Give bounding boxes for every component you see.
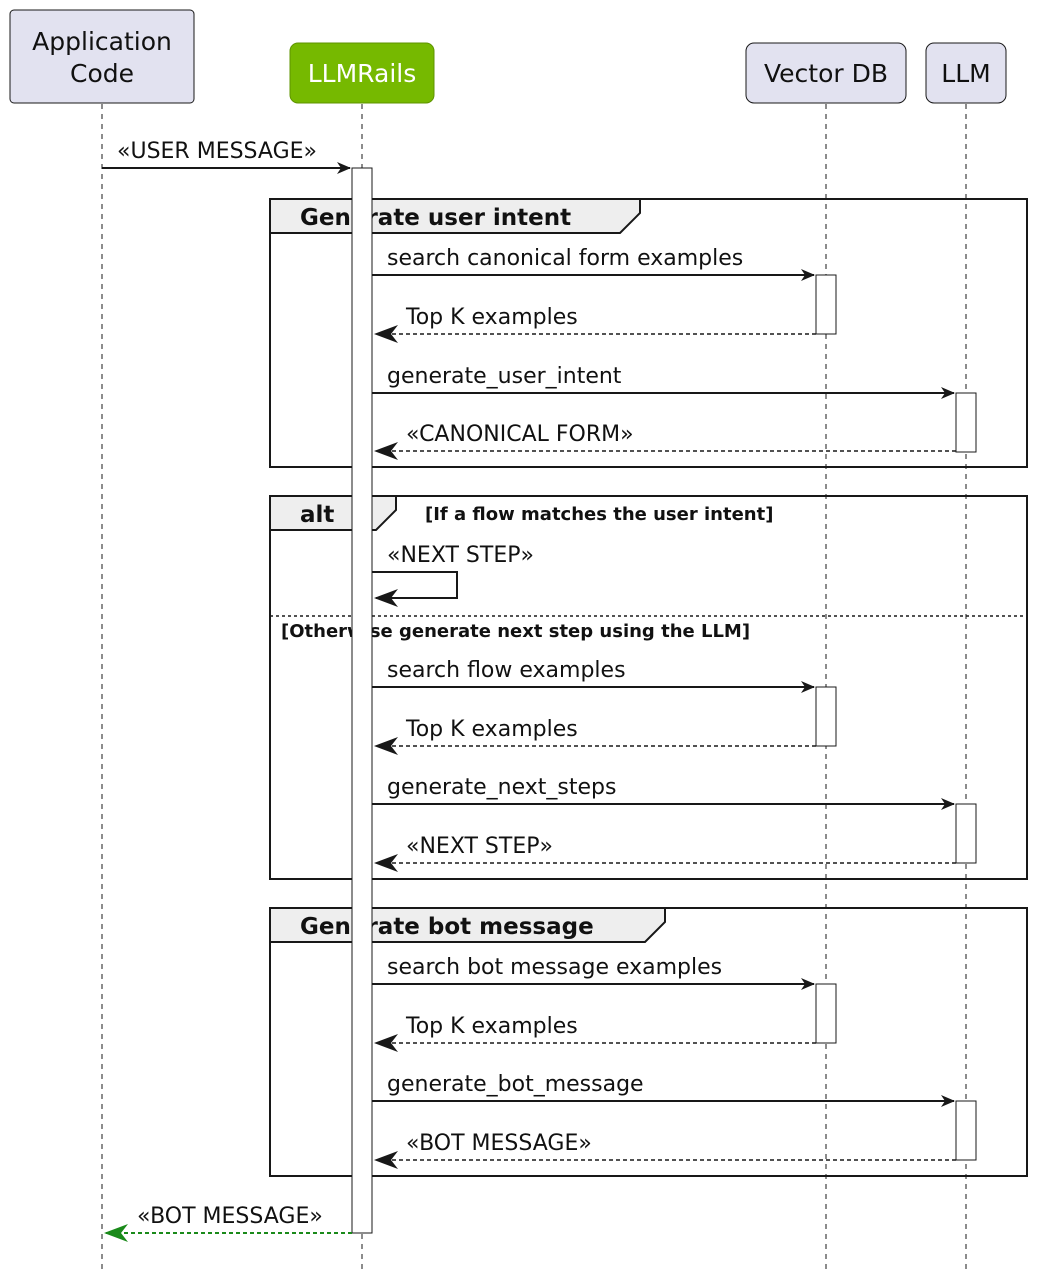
message-next-step-self: «NEXT STEP» <box>372 543 534 607</box>
activation-llm-2 <box>955 803 977 864</box>
participant-llm: LLM <box>925 42 1007 104</box>
message-next-step-self-label: «NEXT STEP» <box>387 543 534 568</box>
message-topk-2-label: Top K examples <box>405 717 578 742</box>
message-bot-message-out: «BOT MESSAGE» <box>104 1204 352 1242</box>
participant-vector-db: Vector DB <box>745 42 907 104</box>
group-generate-user-intent-title: Generate user intent <box>300 205 571 231</box>
message-search-bot-label: search bot message examples <box>387 955 722 980</box>
message-next-step-llm: «NEXT STEP» <box>374 834 956 872</box>
alt-guard-if: [If a flow matches the user intent] <box>425 504 773 525</box>
message-user-message-label: «USER MESSAGE» <box>117 139 317 164</box>
message-gen-bot-message: generate_bot_message <box>372 1072 955 1107</box>
message-search-flow-label: search flow examples <box>387 658 626 683</box>
message-gen-bot-message-label: generate_bot_message <box>387 1072 644 1097</box>
message-gen-next-steps-label: generate_next_steps <box>387 775 616 800</box>
participant-application-code-line1: Application <box>32 27 172 56</box>
participant-vector-db-label: Vector DB <box>764 59 888 88</box>
message-search-canonical-label: search canonical form examples <box>387 246 743 271</box>
message-bot-message-llm-label: «BOT MESSAGE» <box>406 1131 592 1156</box>
message-topk-3-label: Top K examples <box>405 1014 578 1039</box>
participant-llmrails-label: LLMRails <box>308 59 416 88</box>
message-search-flow: search flow examples <box>372 658 815 693</box>
activation-vector-db-2 <box>815 686 837 747</box>
activation-vector-db-3 <box>815 983 837 1044</box>
activation-llm-3 <box>955 1100 977 1161</box>
message-gen-user-intent-label: generate_user_intent <box>387 364 622 389</box>
participant-application-code: Application Code <box>9 9 195 104</box>
message-search-bot: search bot message examples <box>372 955 815 990</box>
message-bot-message-out-label: «BOT MESSAGE» <box>137 1204 323 1229</box>
message-bot-message-llm: «BOT MESSAGE» <box>374 1131 956 1169</box>
participant-application-code-line2: Code <box>70 59 134 88</box>
message-next-step-llm-label: «NEXT STEP» <box>406 834 553 859</box>
message-user-message: «USER MESSAGE» <box>102 139 351 174</box>
participant-llmrails: LLMRails <box>289 42 435 104</box>
activation-vector-db-1 <box>815 274 837 335</box>
message-canonical-form-label: «CANONICAL FORM» <box>406 422 634 447</box>
message-topk-1-label: Top K examples <box>405 305 578 330</box>
activation-llm-1 <box>955 392 977 453</box>
participant-llm-label: LLM <box>941 59 990 88</box>
message-canonical-form: «CANONICAL FORM» <box>374 422 956 460</box>
message-gen-user-intent: generate_user_intent <box>372 364 955 399</box>
activation-llmrails <box>351 167 373 1234</box>
message-topk-2: Top K examples <box>374 717 816 755</box>
group-alt-title: alt <box>300 502 334 528</box>
group-generate-bot-message-title: Generate bot message <box>300 914 594 940</box>
message-topk-3: Top K examples <box>374 1014 816 1052</box>
message-gen-next-steps: generate_next_steps <box>372 775 955 810</box>
message-search-canonical: search canonical form examples <box>372 246 815 281</box>
message-topk-1: Top K examples <box>374 305 816 343</box>
alt-guard-else: [Otherwise generate next step using the … <box>281 621 750 642</box>
